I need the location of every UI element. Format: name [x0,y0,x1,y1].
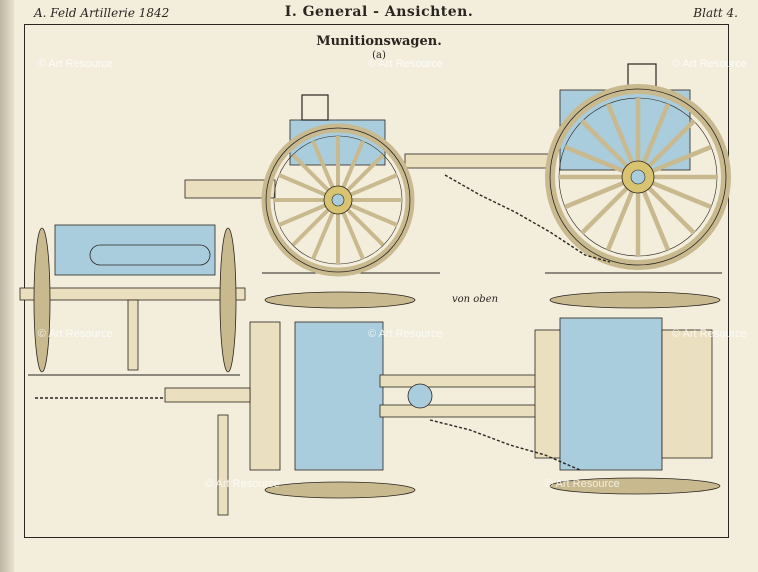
limber-pole [184,179,276,199]
side-view [184,63,731,277]
header-plate-number: Blatt 4. [693,6,738,20]
drag-chain [444,174,611,263]
wheel-edge-right [219,227,237,373]
drag-chain-top [429,419,581,471]
rear-ammo-chest [559,89,691,171]
view-label-top: von oben [452,294,499,305]
plate-title: Munitionswagen. [316,34,442,49]
rear-wheel [545,84,731,270]
draught-pole [164,387,251,403]
chest-barrel [89,244,211,266]
front-view [19,224,246,373]
chest-handle [301,94,329,121]
limber-frame [249,321,281,471]
watermark: © Art Resource [368,58,443,70]
wheel-top-front-upper [264,291,416,309]
front-wheel [261,123,415,277]
perch-top [379,404,541,418]
front-chest-top [294,321,384,471]
book-spine-shadow [0,0,14,572]
perch-beam [404,153,556,169]
header-title: I. General - Ansichten. [284,4,474,20]
rear-platform [661,329,713,459]
top-view [35,291,721,516]
watermark: © Art Resource [38,328,113,340]
rear-chest-top [559,317,663,471]
watermark: © Art Resource [38,58,113,70]
watermark: © Art Resource [672,328,747,340]
header-left-text: A. Feld Artillerie 1842 [34,6,170,20]
watermark: © Art Resource [368,328,443,340]
plate-subtitle: (a) [372,50,386,61]
plate-frame [24,24,729,538]
wheel-top-rear-upper [549,291,721,309]
prop-pole [127,299,139,371]
axle-tree [19,287,246,301]
wheel-edge-left [33,227,51,373]
watermark: © Art Resource [672,58,747,70]
swingletree [217,414,229,516]
perch-top [379,374,541,388]
fifth-wheel [407,383,433,409]
wheel-top-front-lower [264,481,416,499]
wheel-top-rear-lower [549,477,721,495]
watermark: © Art Resource [545,478,620,490]
watermark: © Art Resource [205,478,280,490]
